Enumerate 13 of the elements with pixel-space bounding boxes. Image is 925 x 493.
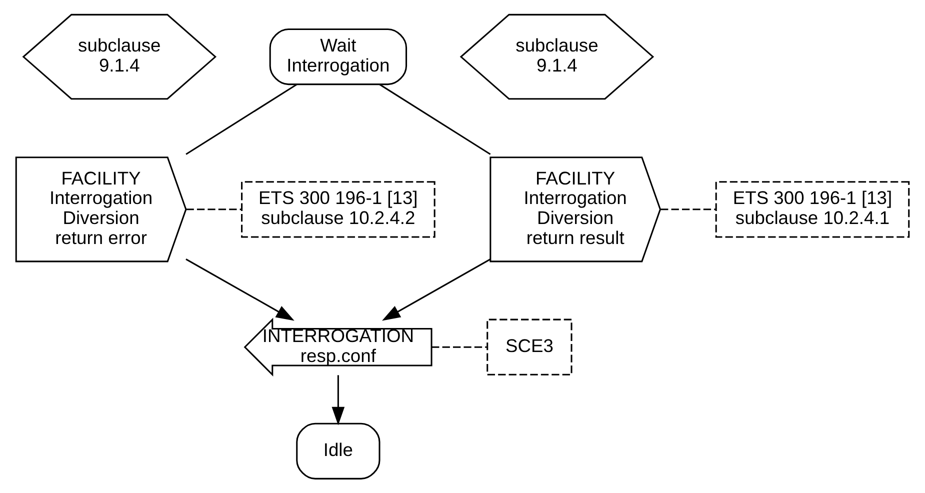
connector: [660, 208, 716, 210]
connector: [186, 84, 298, 155]
node-box: ETS 300 196-1 [13] subclause 10.2.4.2: [241, 181, 436, 238]
node-box: Wait Interrogation: [269, 28, 408, 86]
arrow: [382, 258, 491, 321]
connector: [186, 208, 242, 210]
node-box: SCE3: [486, 318, 572, 376]
node-box: ETS 300 196-1 [13] subclause 10.2.4.1: [715, 181, 910, 238]
node-box: Idle: [296, 422, 380, 480]
arrow: [186, 258, 294, 321]
connector: [432, 346, 487, 348]
arrow: [332, 375, 345, 426]
connector: [379, 84, 491, 155]
